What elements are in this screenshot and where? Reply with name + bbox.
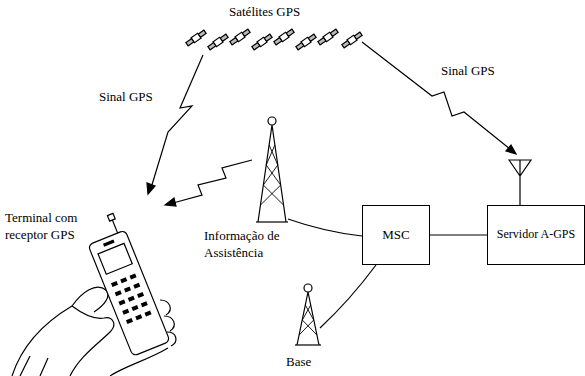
signal-label: Sinal GPS xyxy=(440,63,496,80)
link-line xyxy=(430,234,487,235)
signal-zigzag xyxy=(362,42,510,149)
assistance-zigzag xyxy=(173,160,252,203)
server-box: Servidor A-GPS xyxy=(487,205,585,265)
box-text: Servidor A-GPS xyxy=(497,228,575,242)
switch-box: MSC xyxy=(362,205,430,265)
base-tower xyxy=(295,284,321,345)
arrow-head xyxy=(165,198,176,206)
antenna-symbol xyxy=(509,160,531,205)
arrow-head xyxy=(147,183,155,194)
tower-label: Base xyxy=(285,354,312,371)
signal-zigzag xyxy=(151,55,203,188)
signal-label: Sinal GPS xyxy=(98,89,154,106)
box-text: MSC xyxy=(382,228,409,243)
wire xyxy=(288,219,362,236)
heading-label: Satélites GPS xyxy=(228,4,301,21)
assistance-label: Informação de Assistência xyxy=(203,228,297,262)
wire xyxy=(320,265,376,328)
arrow-head xyxy=(506,145,516,154)
antenna-tower xyxy=(256,117,288,222)
terminal-label: Terminal com receptor GPS xyxy=(4,210,88,244)
satellite-row xyxy=(185,28,362,51)
